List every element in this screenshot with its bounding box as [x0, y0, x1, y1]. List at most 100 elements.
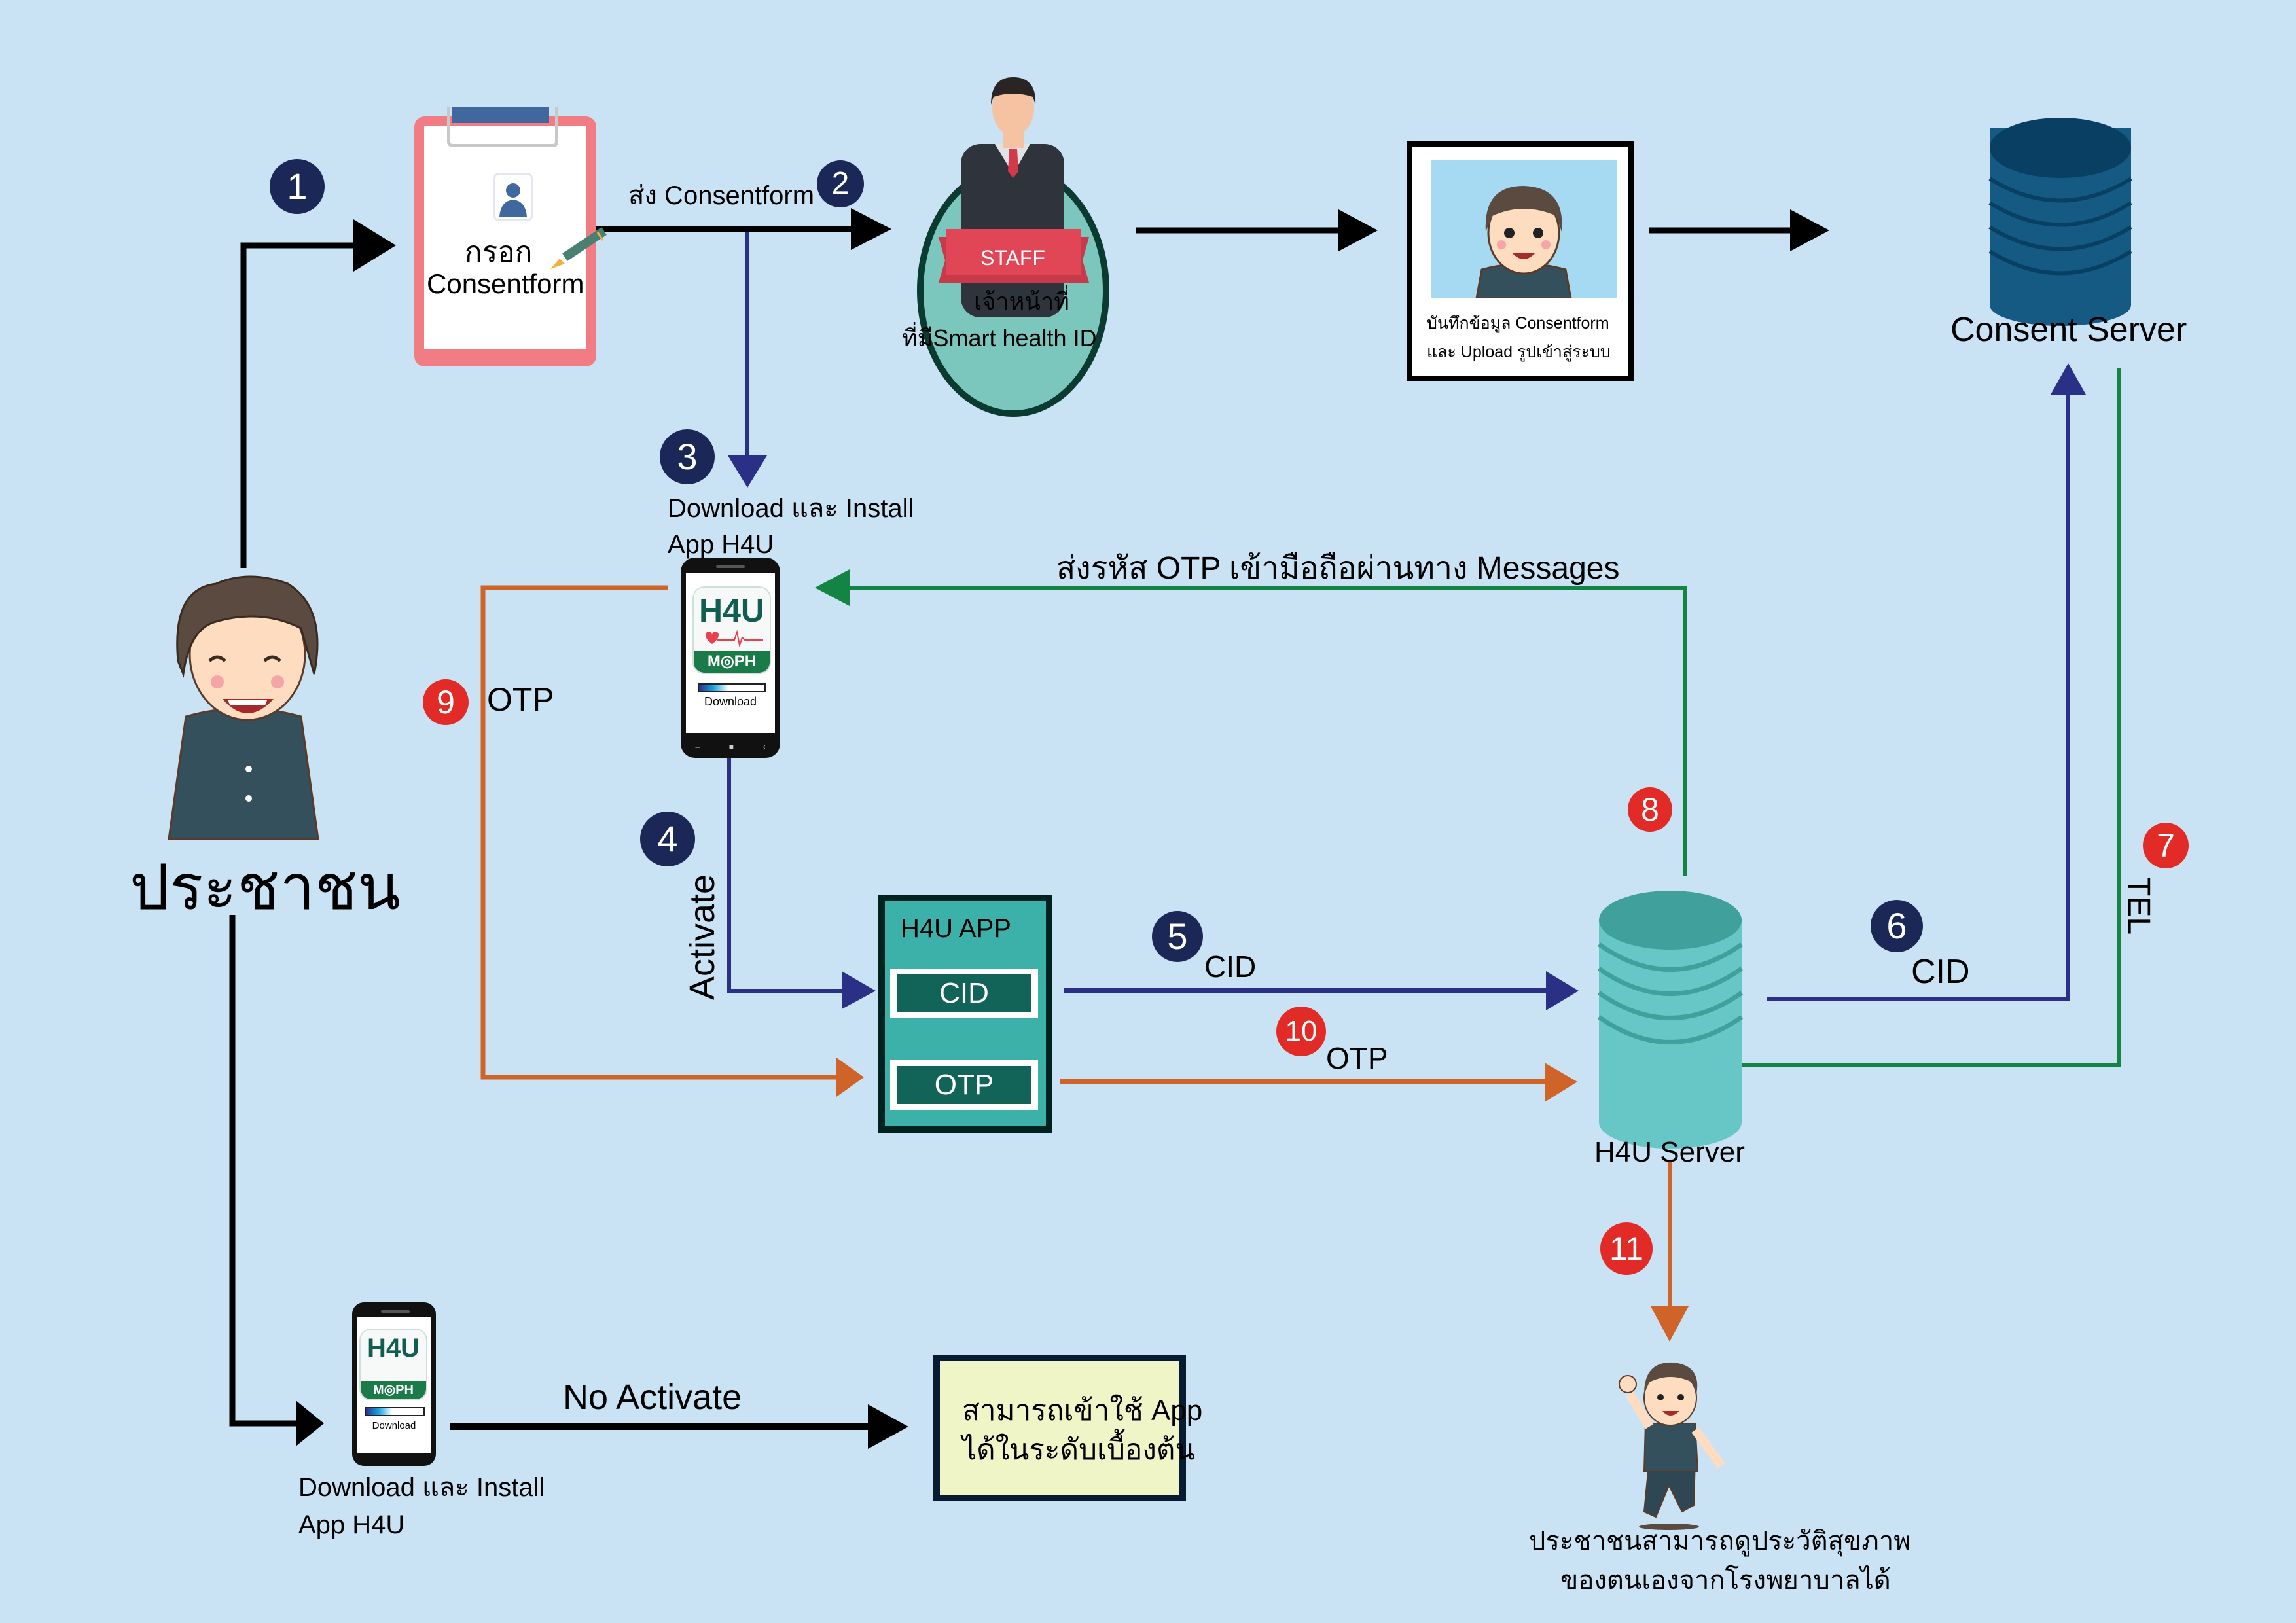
edge-9-arrowhead: [836, 1058, 864, 1097]
edge-9-label: OTP: [487, 681, 554, 718]
staff-banner-label: STAFF: [980, 246, 1045, 270]
phone-bottom-caption-line1: Download และ Install: [298, 1473, 545, 1502]
step-badge-1: 1: [270, 159, 325, 214]
pen-icon: [550, 227, 607, 269]
edge-citizen-phone-arrowhead: [296, 1400, 324, 1446]
download-progress-fill: [366, 1408, 392, 1415]
edge-citizen-phone-line: [229, 915, 298, 1427]
app-icon-name: H4U: [367, 1334, 420, 1363]
consent-server-database-icon: [1988, 118, 2132, 326]
phone-top-caption-line2: App H4U: [668, 530, 774, 559]
edge-5-label: CID: [1204, 950, 1257, 984]
consent-server-label: Consent Server: [1950, 311, 2187, 349]
step-badge-9: 9: [423, 679, 469, 725]
edge-6-label: CID: [1911, 953, 1970, 991]
user-avatar-icon: [493, 173, 533, 221]
clipboard-paper: กรอก Consentform: [424, 126, 586, 349]
phone-screen: H4U M◎PH Download: [357, 1317, 431, 1453]
consentform-clipboard: กรอก Consentform: [414, 107, 607, 366]
step-badge-11: 11: [1600, 1222, 1653, 1275]
h4u-server-database-icon: [1597, 891, 1744, 1149]
step-badge-7: 7: [2143, 823, 2189, 868]
citizen-label: ประชาชน: [130, 853, 401, 923]
clipboard-label-line1: กรอก: [465, 236, 533, 268]
step-badge-6: 6: [1871, 900, 1923, 952]
step-badge-2: 2: [817, 160, 864, 207]
edge-8-arrowhead: [815, 569, 850, 606]
phone-bottom-caption-line2: App H4U: [298, 1510, 405, 1539]
phone-top: H4U M◎PH Download –■‹: [681, 558, 780, 758]
edge-5-arrowhead: [1546, 971, 1579, 1010]
phone-speaker: [381, 1310, 410, 1313]
edge-3-arrowhead: [728, 455, 767, 488]
result-label-line1: ประชาชนสามารถดูประวัติสุขภาพ: [1529, 1527, 1911, 1556]
edge-no-activate-arrowhead: [868, 1404, 908, 1449]
edge-7-line: [1676, 368, 2121, 1067]
record-label-line2: และ Upload รูปเข้าสู่ระบบ: [1427, 343, 1611, 361]
edge-staff-record-arrowhead: [1338, 209, 1378, 251]
edge-9-line: [480, 585, 838, 1080]
edge-6-arrowhead: [2051, 363, 2086, 395]
h4u-app-title: H4U APP: [901, 914, 1011, 943]
download-label: Download: [704, 695, 757, 708]
phone-speaker: [716, 565, 745, 568]
edge-4-label: Activate: [683, 874, 722, 1000]
download-progress-fill: [699, 685, 728, 691]
step-badge-3: 3: [660, 429, 715, 484]
h4u-app-box: H4U APP CID OTP: [878, 895, 1052, 1133]
record-photo-card: บันทึกข้อมูล Consentform และ Upload รูปเ…: [1407, 141, 1634, 381]
staff-icon: [917, 77, 1109, 417]
basic-access-line2: ได้ในระดับเบื้องต้น: [962, 1434, 1195, 1466]
edge-8-label: ส่งรหัส OTP เข้ามือถือผ่านทาง Messages: [1056, 551, 1620, 586]
clipboard-label-line2: Consentform: [427, 268, 584, 299]
otp-field-label: OTP: [897, 1066, 1031, 1104]
phone-top-caption-line1: Download และ Install: [668, 494, 914, 523]
basic-access-note: สามารถเข้าใช้ App ได้ในระดับเบื้องต้น: [933, 1355, 1202, 1501]
edge-no-activate-label: No Activate: [563, 1378, 742, 1417]
clipboard-clip-bar: [452, 107, 549, 123]
edge-6-line: [1767, 393, 2070, 1001]
download-progress-bar: [698, 683, 766, 692]
edge-7-label: TEL: [2121, 877, 2156, 935]
phone-nav-buttons: –■‹: [695, 742, 766, 751]
happy-citizen-icon: [1619, 1362, 1725, 1530]
step-badge-4: 4: [640, 812, 695, 866]
edge-8-line: [850, 586, 1687, 876]
h4u-app-icon[interactable]: H4U M◎PH: [359, 1329, 427, 1400]
edge-2-arrowhead: [851, 208, 891, 250]
result-label-line2: ของตนเองจากโรงพยาบาลได้: [1560, 1566, 1891, 1595]
clipboard-clip: [447, 107, 558, 147]
phone-screen: H4U M◎PH Download: [686, 573, 775, 733]
edge-record-server-arrowhead: [1790, 209, 1829, 251]
edge-4-arrowhead: [842, 971, 876, 1009]
cid-field[interactable]: CID: [890, 969, 1038, 1018]
edge-1-line: [240, 242, 353, 568]
staff-label-line2: ที่มีSmart health ID: [902, 325, 1097, 351]
step-badge-10: 10: [1276, 1007, 1326, 1056]
otp-field[interactable]: OTP: [890, 1060, 1038, 1110]
edge-10-label: OTP: [1326, 1041, 1388, 1075]
record-label-line1: บันทึกข้อมูล Consentform: [1427, 314, 1609, 332]
h4u-server-label: H4U Server: [1594, 1136, 1745, 1168]
app-icon-org: M◎PH: [361, 1381, 426, 1399]
h4u-app-icon[interactable]: H4U M◎PH: [692, 586, 771, 674]
basic-access-line1: สามารถเข้าใช้ App: [962, 1395, 1203, 1427]
cid-field-label: CID: [897, 974, 1031, 1012]
app-icon-org: M◎PH: [694, 651, 770, 673]
download-progress-bar: [365, 1407, 425, 1416]
photo-icon: [1431, 160, 1617, 298]
step-badge-5: 5: [1152, 911, 1203, 962]
heartbeat-icon: [706, 630, 763, 647]
edge-11-arrowhead: [1651, 1306, 1689, 1342]
edge-4-line: [727, 692, 844, 993]
app-icon-name: H4U: [698, 592, 765, 629]
citizen-icon: [168, 575, 319, 840]
step-badge-8: 8: [1628, 787, 1672, 832]
edge-10-arrowhead: [1545, 1063, 1577, 1102]
edge-1-arrowhead: [353, 219, 396, 272]
edge-2-label: ส่ง Consentform: [628, 181, 815, 210]
staff-label-line1: เจ้าหน้าที่: [974, 288, 1069, 315]
phone-bottom: H4U M◎PH Download: [352, 1302, 436, 1466]
download-label: Download: [372, 1420, 416, 1431]
